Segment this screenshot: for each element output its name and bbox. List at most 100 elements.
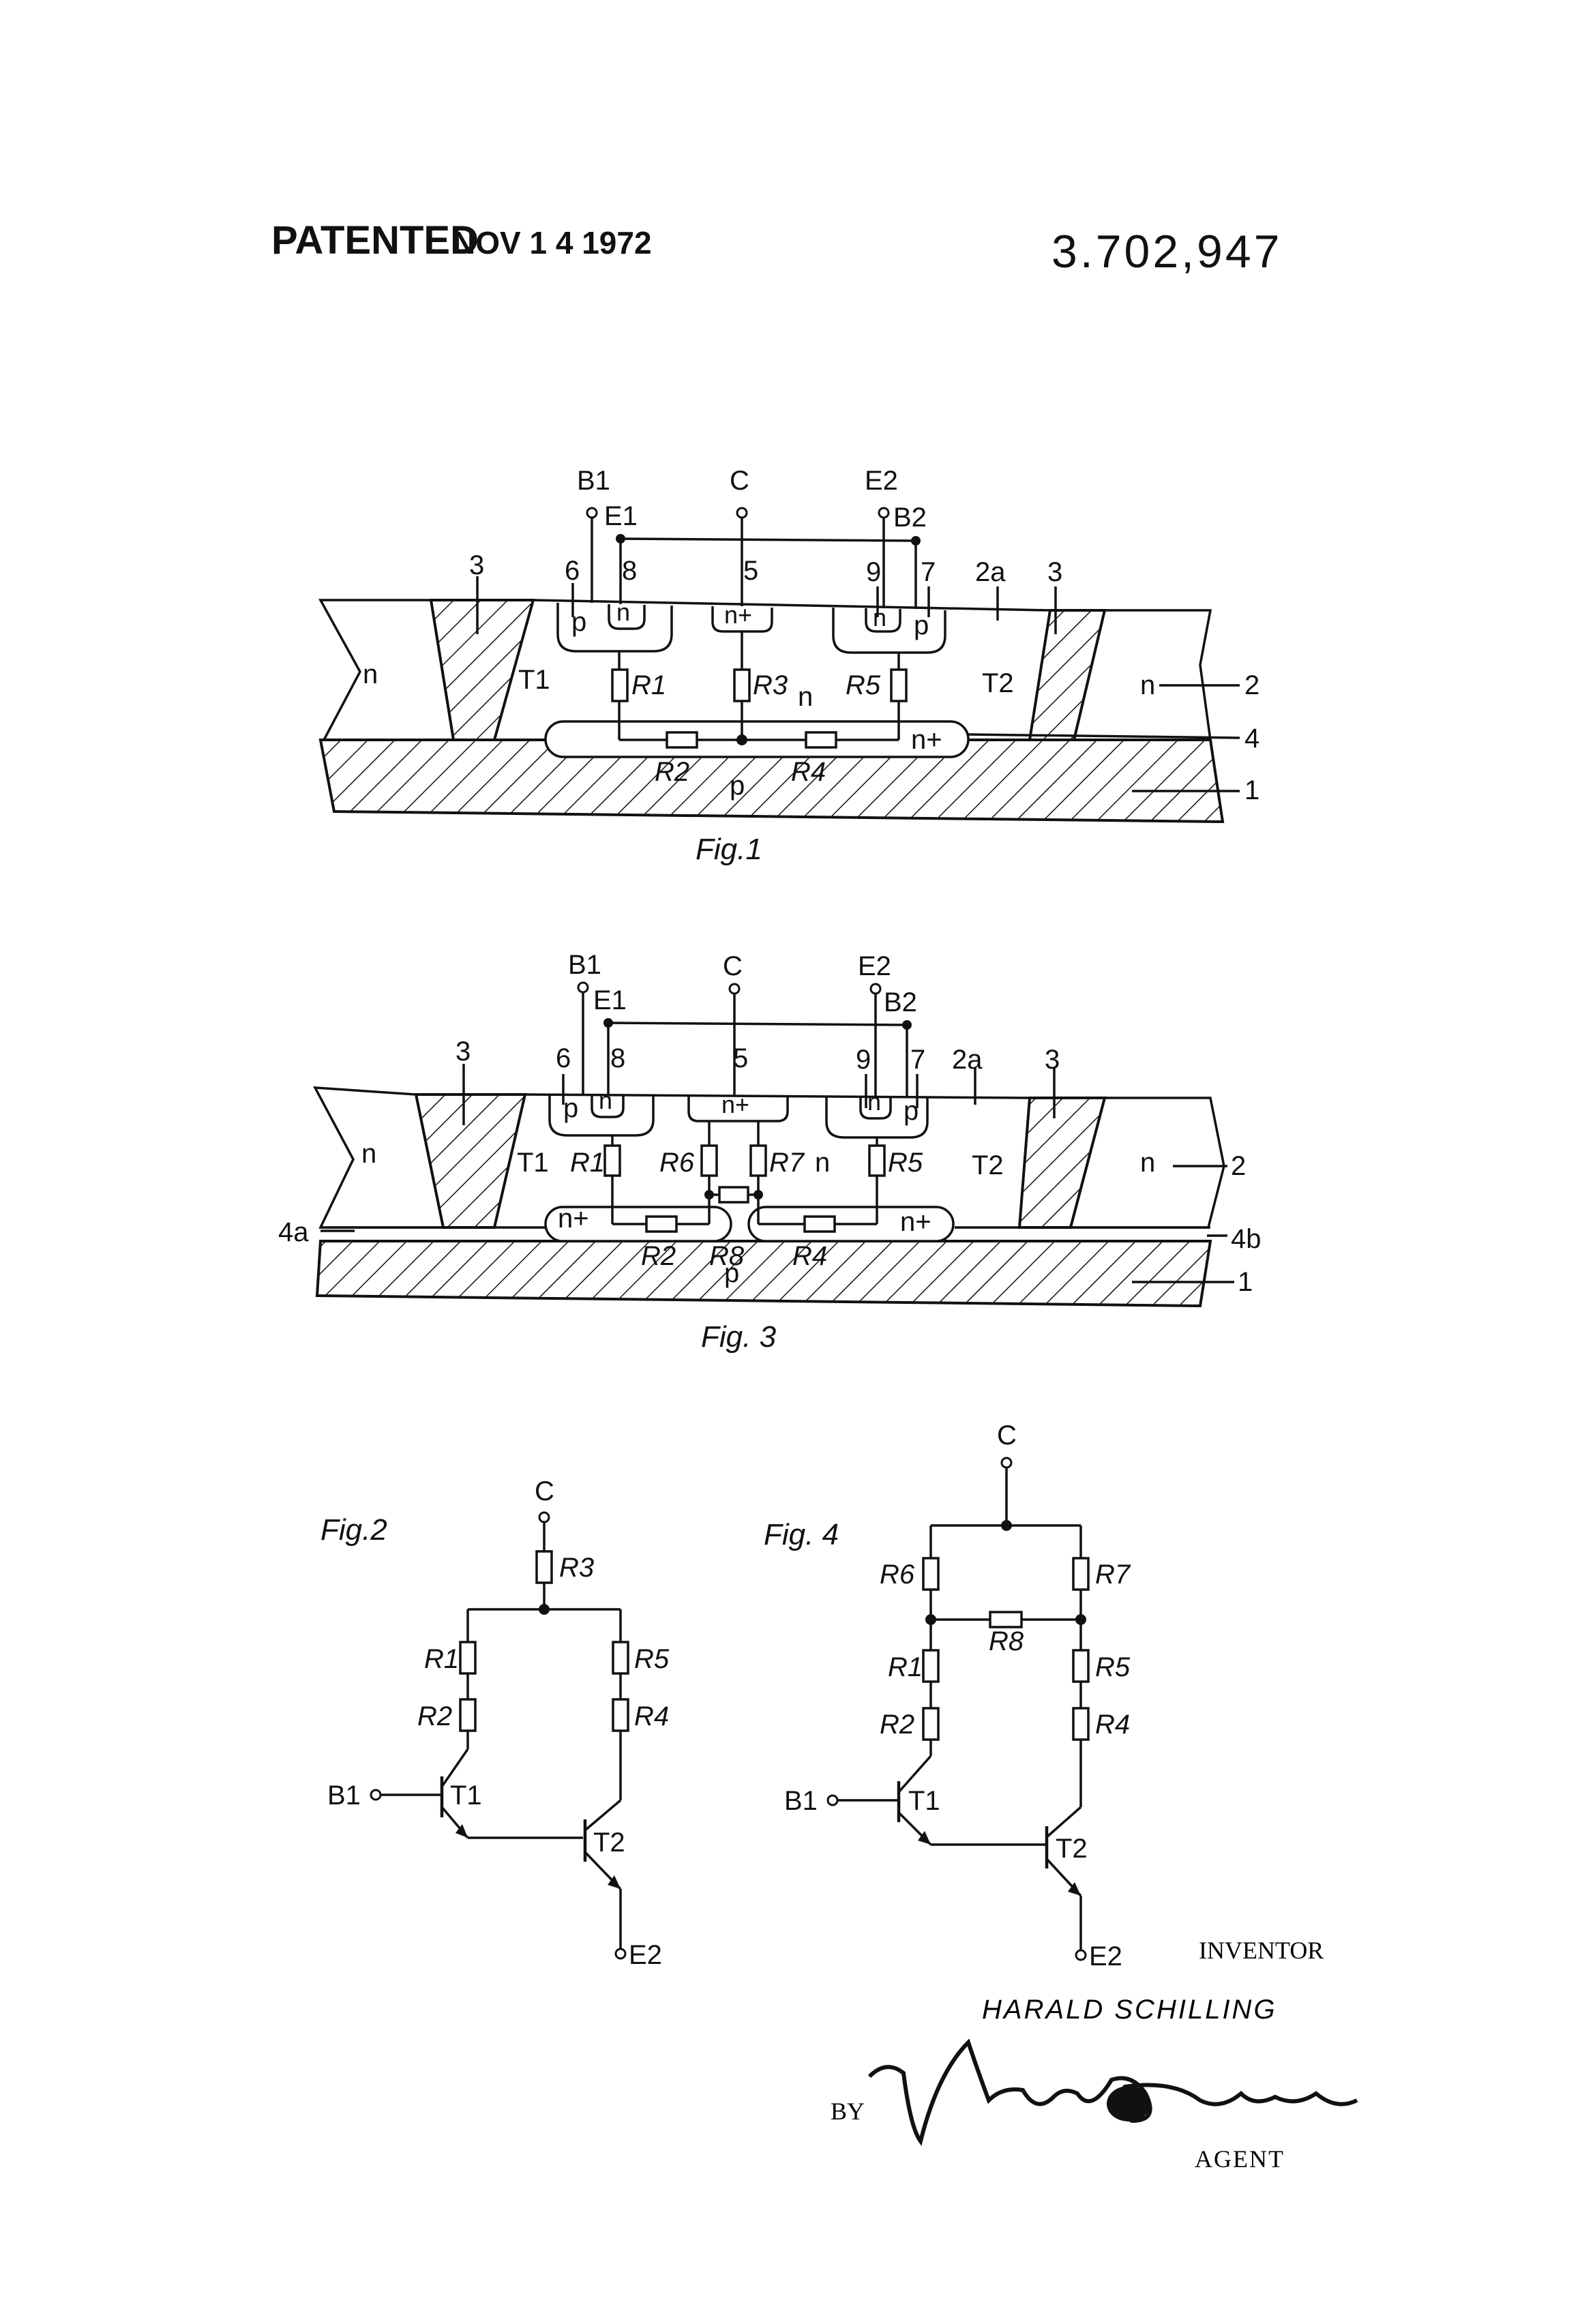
region-p-left: p — [563, 1093, 578, 1123]
patented-label: PATENTED — [271, 218, 479, 263]
region-n-left: n — [361, 1139, 376, 1169]
resistor-r3 — [535, 1550, 553, 1584]
terminal-b1 — [370, 1789, 382, 1801]
ref-8: 8 — [610, 1043, 625, 1073]
ref-1: 1 — [1238, 1267, 1253, 1297]
label-r5: R5 — [846, 670, 881, 700]
label-c: C — [535, 1476, 554, 1506]
region-n-mid: n — [815, 1148, 830, 1178]
region-p-substrate: p — [730, 771, 745, 801]
ref-2: 2 — [1231, 1151, 1246, 1181]
ref-4b: 4b — [1231, 1224, 1262, 1254]
label-e1: E1 — [604, 501, 638, 531]
ref-2: 2 — [1244, 670, 1259, 700]
figure-2: Fig.2 C R3 R1 R2 B1 T1 R5 R4 — [320, 1476, 670, 1970]
terminal-b1 — [586, 507, 598, 519]
agent-signature — [867, 2038, 1358, 2146]
surface-line — [533, 599, 1051, 612]
label-r6: R6 — [880, 1560, 915, 1590]
ref-3-left: 3 — [456, 1037, 471, 1067]
region-n-mid: n — [798, 682, 813, 712]
label-c: C — [730, 466, 749, 496]
resistor-r5 — [1072, 1649, 1090, 1683]
label-r1: R1 — [631, 670, 666, 700]
region-n-right: n — [1140, 670, 1155, 700]
footer: INVENTOR HARALD SCHILLING BY AGENT — [831, 1937, 1358, 2173]
label-r4: R4 — [1095, 1710, 1130, 1740]
patent-date: NOV 1 4 1972 — [453, 225, 652, 260]
resistor-r2 — [645, 1215, 678, 1233]
label-r4: R4 — [791, 757, 826, 787]
inventor-name: HARALD SCHILLING — [982, 1995, 1277, 2025]
caption-fig-2: Fig.2 — [320, 1513, 387, 1547]
resistor-r3 — [733, 668, 751, 702]
terminal-b1 — [826, 1794, 839, 1806]
ref-9: 9 — [856, 1045, 871, 1075]
resistor-r8 — [989, 1611, 1023, 1628]
n-emitter-left — [608, 604, 646, 630]
ref-3-left: 3 — [469, 550, 484, 580]
label-t1: T1 — [450, 1781, 482, 1811]
caption-fig-4: Fig. 4 — [764, 1518, 839, 1551]
region-n-plus-buried: n+ — [911, 725, 942, 755]
resistor-r5 — [890, 668, 908, 702]
resistor-r1 — [603, 1144, 621, 1177]
figure-1: B1 C E2 E1 B2 3 6 8 5 9 7 2a 3 2 4 1 n n… — [318, 466, 1259, 866]
terminal-c — [728, 983, 741, 995]
ref-2a: 2a — [952, 1045, 983, 1075]
agent-label: AGENT — [1195, 2145, 1285, 2173]
ref-2a: 2a — [975, 557, 1006, 587]
p-base-left — [556, 603, 673, 653]
label-e2: E2 — [865, 466, 898, 496]
ref-1: 1 — [1244, 775, 1259, 805]
terminal-c — [538, 1511, 550, 1523]
label-b2: B2 — [884, 987, 917, 1017]
terminal-e2 — [878, 507, 890, 519]
label-r3: R3 — [559, 1553, 594, 1583]
label-r2: R2 — [655, 757, 689, 787]
isolation-wall-right — [1028, 609, 1107, 741]
figure-4: Fig. 4 C R6 R8 R1 R2 B1 T1 R7 — [764, 1420, 1131, 1971]
n-region-right — [1069, 1097, 1225, 1229]
ref-5: 5 — [733, 1043, 748, 1073]
label-r1: R1 — [888, 1652, 923, 1682]
header: PATENTED NOV 1 4 1972 3.702,947 — [271, 218, 1280, 278]
label-e1: E1 — [593, 985, 627, 1015]
region-n-right: n — [1140, 1148, 1155, 1178]
label-c: C — [723, 951, 743, 981]
label-t2: T2 — [1056, 1834, 1088, 1864]
ref-4a: 4a — [278, 1217, 309, 1247]
label-r8: R8 — [709, 1241, 745, 1271]
ref-7: 7 — [910, 1045, 925, 1075]
label-t2: T2 — [593, 1828, 625, 1858]
label-e2: E2 — [858, 951, 891, 981]
region-n-emitter-left: n — [616, 598, 630, 626]
region-n-plus-right: n+ — [900, 1207, 931, 1237]
label-r7: R7 — [769, 1148, 805, 1178]
label-r5: R5 — [634, 1644, 670, 1674]
region-n-emitter-right: n — [867, 1088, 881, 1116]
label-b1: B1 — [577, 466, 610, 496]
ref-9: 9 — [866, 557, 881, 587]
e1-b2-interconnect — [620, 537, 916, 542]
isolation-wall-left — [414, 1093, 527, 1229]
resistor-r6 — [700, 1144, 718, 1177]
region-n-emitter-left: n — [599, 1086, 612, 1114]
caption-fig-1: Fig.1 — [696, 833, 762, 866]
label-e2: E2 — [1089, 1941, 1122, 1971]
caption-fig-3: Fig. 3 — [701, 1320, 777, 1354]
p-base-right — [832, 608, 946, 654]
isolation-wall-right — [1017, 1097, 1107, 1229]
label-b1: B1 — [568, 950, 601, 980]
region-n-emitter-right: n — [873, 604, 886, 631]
region-n-plus-collector: n+ — [721, 1090, 749, 1118]
label-b1: B1 — [327, 1781, 361, 1811]
label-r4: R4 — [634, 1701, 669, 1731]
label-r2: R2 — [880, 1710, 914, 1740]
label-r2: R2 — [641, 1241, 676, 1271]
terminal-c — [1000, 1457, 1013, 1469]
terminal-e2 — [1075, 1949, 1087, 1961]
label-r2: R2 — [417, 1701, 452, 1731]
resistor-r4 — [612, 1698, 629, 1732]
terminal-e2 — [869, 983, 882, 995]
